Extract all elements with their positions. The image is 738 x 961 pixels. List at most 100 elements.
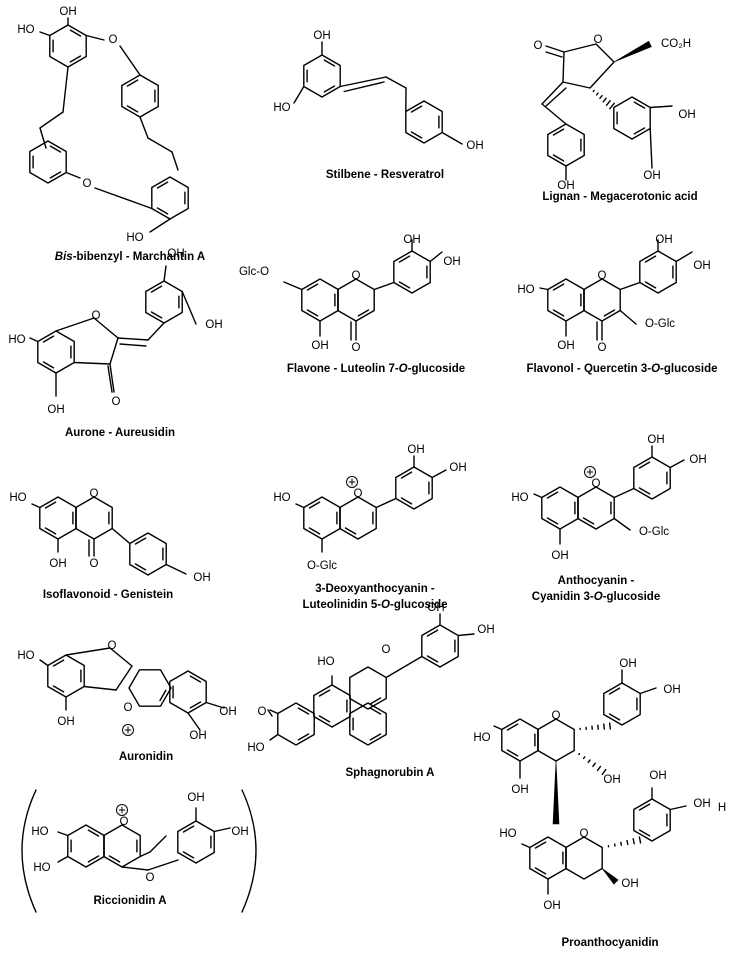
compound-caption: Riccionidin A [93,895,166,907]
bond [426,655,439,663]
bond [626,839,629,846]
bond [44,501,57,509]
atom-label: O [90,558,99,570]
bond [441,131,463,145]
bond [539,287,549,291]
bond [398,255,411,263]
bond [633,101,646,109]
atom-label: O [120,816,129,828]
bond [602,97,607,103]
atom-label: O [592,478,601,490]
compound-caption: Lignan - Megacerotonic acid [542,191,697,203]
compound-caption: Proanthocyanidin [561,937,658,949]
bond [169,670,207,714]
bond [533,493,543,499]
bond [29,337,39,343]
wedge-bond [613,40,652,63]
bond [107,365,113,393]
bond [393,250,431,294]
atom-label: OH [619,658,636,670]
bond [295,503,305,509]
bond [323,85,336,93]
bond [369,707,382,715]
atom-label: OH [551,550,568,562]
bond [171,151,179,171]
bond [150,311,163,319]
atom-label: OH [189,730,206,742]
atom-label: OH [693,260,710,272]
bond [596,765,602,772]
bond [565,836,603,880]
bond [69,55,82,63]
bond [39,31,51,37]
bond [297,707,310,715]
bond [337,278,375,322]
bond [269,709,279,715]
bond [277,702,315,746]
bond [644,281,657,289]
bond [385,76,407,89]
bond [410,105,423,113]
bond [134,563,147,571]
bond [552,128,565,136]
bond [119,343,147,347]
bond [139,116,149,139]
bond [349,702,387,746]
atom-label: OH [477,624,494,636]
bond [400,497,413,505]
bond [395,466,433,510]
atom-label: O [109,34,118,46]
bond [62,66,69,113]
atom-label: OH [187,792,204,804]
bond [457,633,475,637]
atom-label: OH [57,716,74,728]
atom-label: O [598,270,607,282]
bond [119,45,141,76]
bond [187,712,201,731]
compound-caption: Cyanidin 3-O-glucoside [532,591,660,603]
bond [147,137,173,153]
bond [369,733,382,741]
bond [546,491,559,499]
bond [121,866,149,871]
bond [87,829,100,837]
atom-label: O [552,710,561,722]
bond [156,181,169,189]
bond [177,820,215,864]
bond [592,762,596,768]
atom-label: O [382,644,391,656]
bond [398,281,411,289]
bond [545,45,565,53]
bond [301,278,339,322]
atom-label: O [352,342,361,354]
bond [39,496,77,540]
atom-label: OH [47,404,64,416]
bond [552,154,565,162]
bond [608,713,621,721]
bond [619,281,641,291]
bond [546,517,559,525]
atom-label: HO [31,826,48,838]
compound-caption: Flavone - Luteolin 7-O-glucoside [287,363,465,375]
bond [608,687,621,695]
bond [57,855,69,863]
atom-label: O [108,640,117,652]
bond [609,722,611,730]
bond [31,503,41,509]
bond [147,859,179,871]
bond [385,655,423,679]
atom-label: O-Glc [307,560,337,572]
bond [343,81,385,93]
atom-label: OH [449,462,466,474]
bond [541,81,564,105]
bond [547,123,585,167]
bond [638,836,642,844]
bond [369,697,382,705]
bond [541,103,567,125]
bond [339,76,387,88]
bond [534,841,547,849]
